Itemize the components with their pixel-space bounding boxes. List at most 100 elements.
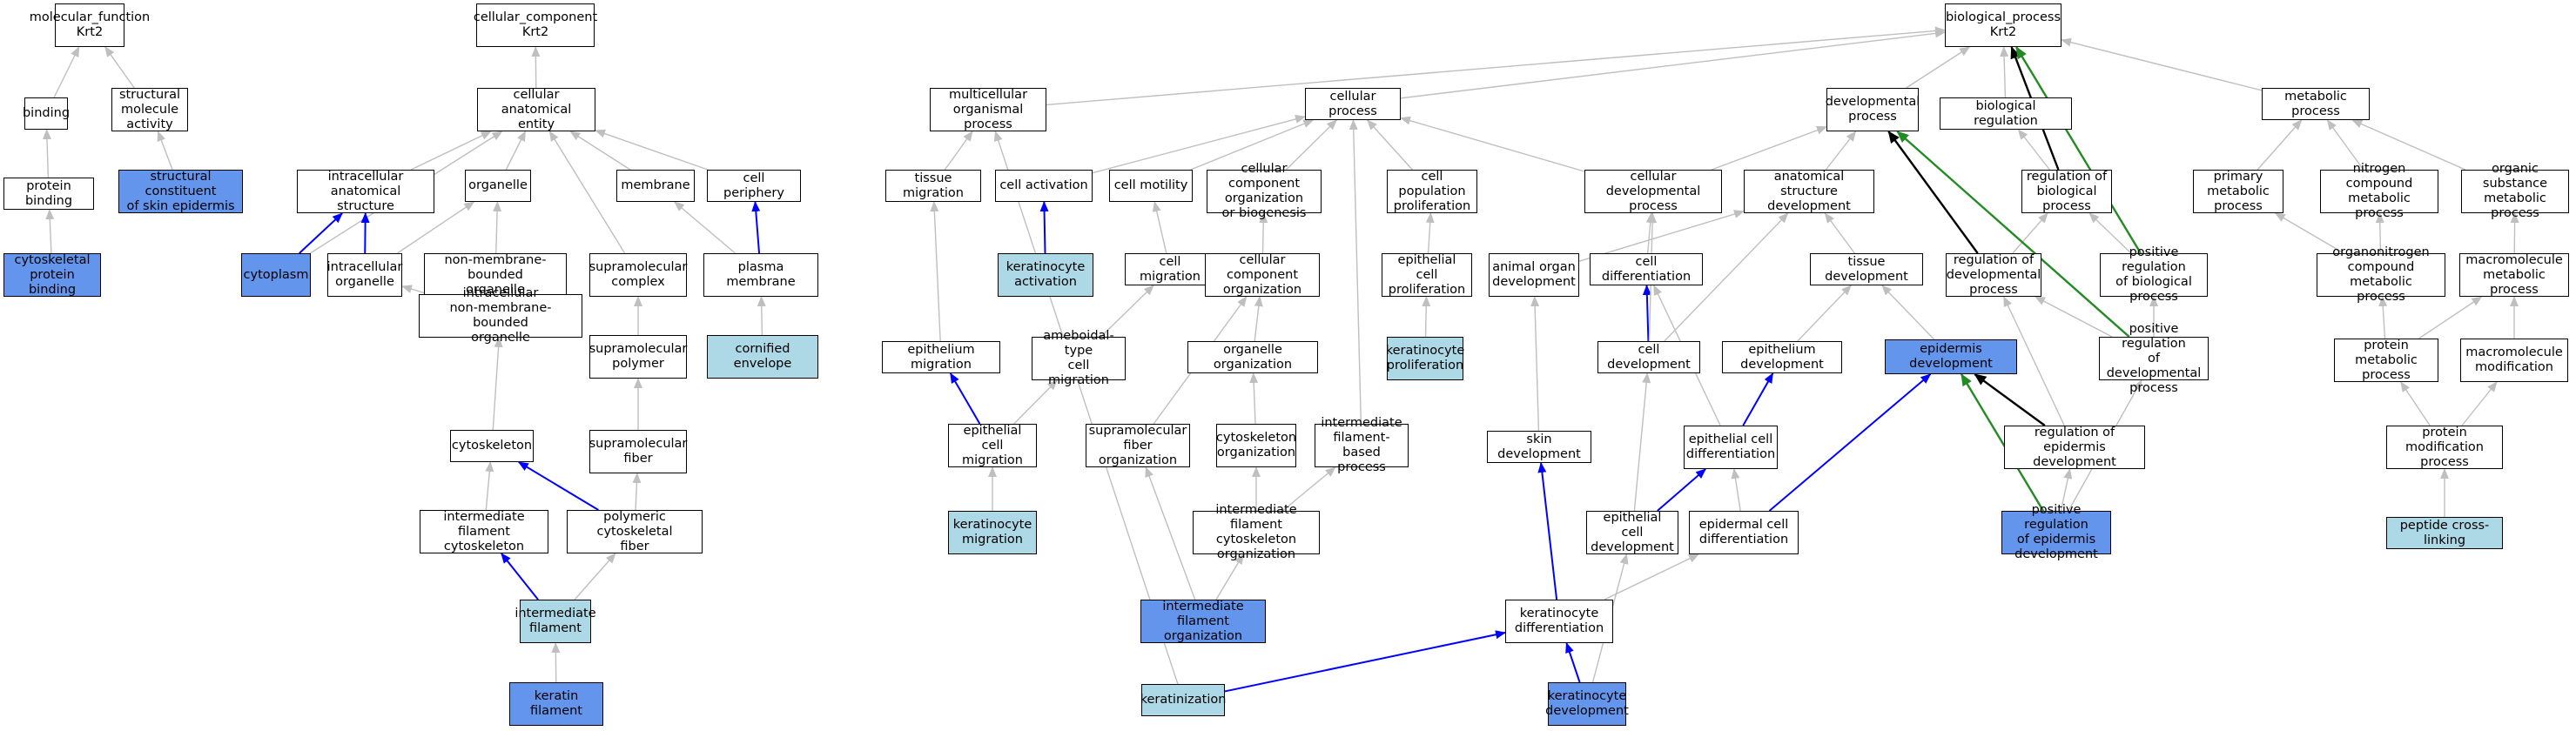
go-term-skindev[interactable]: skin development [1487,431,1591,463]
go-term-epimig[interactable]: epithelium migration [882,341,1000,373]
go-term-posregdev[interactable]: positive regulation of developmental pro… [2099,322,2209,395]
go-term-cdp[interactable]: cellular developmental process [1584,170,1722,213]
go-term-cornenv[interactable]: cornified envelope [707,335,818,379]
go-term-pmproc[interactable]: protein modification process [2386,426,2503,469]
go-term-mmmod[interactable]: macromolecule modification [2460,339,2568,382]
edge-is_a-amoeb-cellmig [1100,285,1154,338]
go-term-bp[interactable]: biological_process Krt2 [1945,3,2061,47]
go-term-ifcyto[interactable]: intermediate filament cytoskeleton [420,510,548,553]
go-term-epiddev[interactable]: epidermis development [1885,339,2017,374]
go-term-oncmp[interactable]: organonitrogen compound metabolic proces… [2317,245,2445,304]
go-term-pepcl[interactable]: peptide cross-linking [2386,517,2503,549]
edge-is_a-cornenv-plasmamem [757,296,766,336]
go-term-keract[interactable]: keratinocyte activation [998,253,1093,297]
go-term-cellact[interactable]: cell activation [995,170,1093,202]
edge-is_a-protmp-oncmp [2378,296,2388,339]
go-term-aod[interactable]: animal organ development [1489,253,1579,297]
go-term-tissmig[interactable]: tissue migration [885,170,981,202]
go-term-organelle[interactable]: organelle [465,170,531,202]
go-term-ifbp[interactable]: intermediate filament-based process [1315,416,1409,474]
go-term-intraorg[interactable]: intracellular organelle [327,253,402,297]
go-term-pcfiber[interactable]: polymeric cytoskeletal fiber [567,510,703,553]
go-term-ecp[interactable]: epithelial cell proliferation [1382,253,1472,297]
go-term-posregepid[interactable]: positive regulation of epidermis develop… [2001,503,2111,561]
go-term-mmp[interactable]: macromolecule metabolic process [2459,253,2569,297]
go-term-osmp[interactable]: organic substance metabolic process [2461,162,2569,220]
go-term-cco[interactable]: cellular component organization [1205,253,1320,297]
go-term-cytoplasm[interactable]: cytoplasm [241,253,311,297]
go-term-asd[interactable]: anatomical structure development [1744,170,1874,213]
go-term-edcd[interactable]: epidermal cell differentiation [1689,511,1799,554]
go-term-cellproc[interactable]: cellular process [1305,88,1401,120]
edge-is_a-posregbp-regbp [2088,212,2132,254]
go-term-cytoskeleton[interactable]: cytoskeleton [450,430,534,462]
go-term-regdev[interactable]: regulation of developmental process [1946,252,2041,297]
go-term-cellmig[interactable]: cell migration [1125,253,1215,285]
go-term-ifco[interactable]: intermediate filament cytoskeleton organ… [1193,503,1320,561]
go-term-orgorg[interactable]: organelle organization [1187,341,1318,373]
go-term-cellperiph[interactable]: cell periphery [707,170,801,202]
go-term-cc[interactable]: cellular_component Krt2 [474,3,597,47]
go-term-ecm[interactable]: epithelial cell migration [948,424,1037,467]
go-term-kerprolif[interactable]: keratinocyte proliferation [1386,337,1464,380]
go-term-protmp[interactable]: protein metabolic process [2334,339,2438,382]
go-term-celldiff[interactable]: cell differentiation [1590,253,1703,285]
edge-is_a-devproc-bp [1906,46,1971,89]
go-term-smcomplex[interactable]: supramolecular complex [589,253,687,297]
go-term-protbind[interactable]: protein binding [3,178,94,210]
go-term-inmbo[interactable]: intracellular non-membrane-bounded organ… [419,286,582,345]
go-term-cskorg[interactable]: cytoskeleton organization [1216,424,1296,467]
go-term-celldev[interactable]: cell development [1597,341,1700,373]
edge-is_a-celldev-asd [1664,212,1789,342]
edge-is_a-ncmp-metab [2326,119,2364,171]
edge-is_a-celldiff-cdp [1645,212,1655,254]
go-term-regepid[interactable]: regulation of epidermis development [2004,426,2145,469]
edge-is_a-keratinization-multi [993,131,1179,685]
go-term-smact[interactable]: structural molecule activity [111,88,188,131]
go-term-if[interactable]: intermediate filament [515,600,596,643]
go-term-ecd[interactable]: epithelial cell differentiation [1684,426,1778,469]
go-term-metab[interactable]: metabolic process [2262,88,2370,120]
go-term-cellmot[interactable]: cell motility [1109,170,1193,202]
go-term-membrane[interactable]: membrane [616,170,695,202]
go-term-multi[interactable]: multicellular organismal process [930,88,1046,131]
go-term-binding[interactable]: binding [23,97,70,130]
edge-is_a-cellmig-cellmot [1152,201,1167,254]
go-term-ias[interactable]: intracellular anatomical structure [297,170,434,213]
go-term-kerdiff[interactable]: keratinocyte differentiation [1505,600,1613,643]
go-term-kerdev[interactable]: keratinocyte development [1545,682,1629,726]
go-term-keratinfil[interactable]: keratin filament [509,682,603,726]
go-term-ecdev[interactable]: epithelial cell development [1586,511,1678,554]
go-term-pmp[interactable]: primary metabolic process [2193,170,2283,213]
edge-is_a-cdp-devproc [1711,125,1827,171]
go-term-bioreg[interactable]: biological regulation [1940,97,2072,130]
go-term-smpolymer[interactable]: supramolecular polymer [589,335,687,379]
go-term-ccob[interactable]: cellular component organization or bioge… [1207,162,1322,220]
go-term-posregbp[interactable]: positive regulation of biological proces… [2100,245,2208,304]
edge-is_a-smact-mf [104,46,135,89]
go-term-plasmamem[interactable]: plasma membrane [703,253,818,297]
go-term-scse[interactable]: structural constituent of skin epidermis [118,170,243,213]
go-term-devproc[interactable]: developmental process [1826,88,1920,131]
edge-is_a-regbp-bioreg [2017,129,2050,171]
go-term-keratinization[interactable]: keratinization [1140,684,1226,716]
go-term-cae[interactable]: cellular anatomical entity [477,88,595,131]
go-term-epidev[interactable]: epithelium development [1722,341,1842,373]
go-term-ifo[interactable]: intermediate filament organization [1140,600,1266,643]
go-term-mf[interactable]: molecular_function Krt2 [30,3,150,47]
go-term-smfiber[interactable]: supramolecular fiber [589,430,687,473]
edge-is_a-aod-asd [1578,210,1745,262]
go-term-regbp[interactable]: regulation of biological process [2021,170,2112,213]
go-term-cytoskbind[interactable]: cytoskeletal protein binding [3,253,101,297]
go-term-smfo[interactable]: supramolecular fiber organization [1086,424,1190,467]
edge-part_of-celldev-celldiff [1642,285,1651,342]
edge-part_of-pcfiber-cytoskeleton [517,461,599,511]
go-term-amoeb[interactable]: ameboidal-type cell migration [1032,329,1126,387]
go-term-cpp[interactable]: cell population proliferation [1387,170,1477,213]
go-term-tissdev[interactable]: tissue development [1810,253,1923,285]
edge-is_a-if-pcfiber [574,553,616,600]
go-term-ncmp[interactable]: nitrogen compound metabolic process [2320,162,2438,220]
edge-part_of-keract-cellact [1039,201,1049,254]
go-term-kermig[interactable]: keratinocyte migration [948,511,1037,554]
